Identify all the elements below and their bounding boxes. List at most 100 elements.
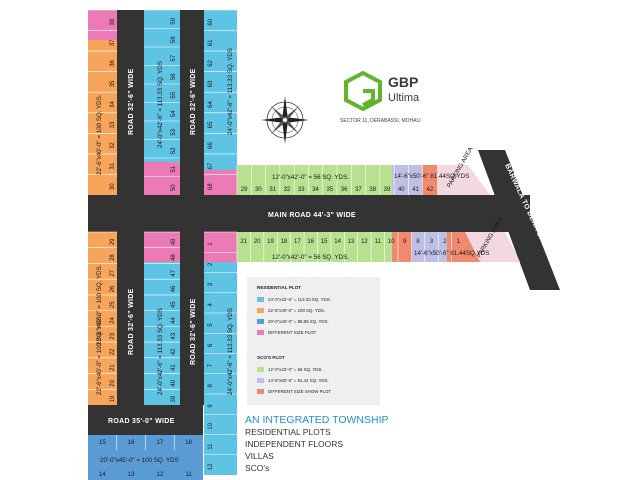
compass-icon [261, 96, 309, 144]
legend-label: 14'-6"x50'-6" = 81.44 SQ. YDS. [268, 378, 329, 383]
plot-number: 24 [110, 317, 116, 324]
plot-number: 67 [208, 162, 214, 169]
plot-number: 17 [294, 239, 301, 245]
plot-number: 12 [361, 239, 368, 245]
label-88-a: 20'-0"x45'-0" = 100 SQ. YDS [100, 457, 179, 464]
plot-number: 40 [171, 379, 177, 386]
label-100-low: 22'-6"x40'-0" = 100 SQ. YDS. [96, 314, 103, 395]
plot-number: 22 [110, 348, 116, 355]
plot-number: 41 [412, 187, 419, 193]
plot-number: 21 [110, 364, 116, 371]
plot-number: 16 [307, 239, 314, 245]
plot-number: 17 [157, 440, 164, 446]
plot-number: 65 [208, 121, 214, 128]
plot-number: 26 [110, 285, 116, 292]
legend-swatch [257, 367, 264, 372]
plot-number: 50 [171, 184, 177, 191]
plot-number: 30 [255, 187, 262, 193]
plot-number: 1 [208, 242, 214, 246]
plot-diff-right-bottom [204, 232, 237, 262]
label-56-bottom: 12'-0"x42'-0" = 56 SQ. YDS. [272, 254, 349, 261]
legend-item: 20'-0"x40'-0" = 88.89 SQ. YDS. [257, 319, 329, 324]
tagline-item: VILLAS [245, 451, 274, 461]
plot-number: 6 [208, 343, 214, 347]
plot-number: 46 [171, 285, 177, 292]
plot-number: 11 [208, 443, 214, 450]
plot-number: 45 [171, 301, 177, 308]
plot-number: 8 [416, 239, 420, 245]
plot-number: 31 [269, 187, 276, 193]
road-left-bottom-label: ROAD 32'-6" WIDE [128, 288, 135, 355]
label-113-right-bottom: 24'-0"x42'-6" = 113.33 SQ. YDS [227, 308, 234, 395]
plot-number: 13 [128, 472, 135, 478]
legend-item: 22'-6"x40'-0" = 100 SQ. YDS. [257, 308, 325, 313]
legend-item: DIFFERENT SIZE PLOT [257, 330, 316, 335]
brand-logo: GBP Ultima SECTOR 11, DERABASSI, MOHALI [338, 68, 448, 128]
plot-number: 58 [171, 36, 177, 43]
plot-number: 48 [171, 254, 177, 261]
plot-number: 32 [284, 187, 291, 193]
plot-number: 20 [254, 239, 261, 245]
plot-number: 40 [398, 187, 405, 193]
plot-number: 37 [110, 39, 116, 46]
plot-number: 57 [171, 54, 177, 61]
main-road [88, 195, 530, 232]
brand-location: SECTOR 11, DERABASSI, MOHALI [340, 118, 421, 124]
brand-name: GBP [388, 74, 419, 90]
tagline-heading: AN INTEGRATED TOWNSHIP [245, 414, 389, 426]
plot-number: 41 [171, 364, 177, 371]
plot-number: 2 [208, 262, 214, 266]
plot-diff-right-top [204, 170, 237, 195]
plot-number: 51 [171, 165, 177, 172]
plot-number: 19 [110, 395, 116, 402]
plot-number: 1 [457, 239, 461, 245]
plot-number: 35 [327, 187, 334, 193]
plot-number: 29 [110, 238, 116, 245]
plot-number: 43 [171, 332, 177, 339]
plot-number: 9 [403, 239, 407, 245]
legend-swatch [257, 330, 264, 335]
block-100-bottom [88, 232, 117, 405]
sco-diff-bottom [392, 232, 412, 262]
plot-number: 38 [369, 187, 376, 193]
block-113-bottom [144, 262, 180, 405]
plot-number: 16 [128, 440, 135, 446]
plot-number: 23 [110, 332, 116, 339]
legend-item: DIFFERENT SIZE SHOW PLOT [257, 389, 331, 394]
plot-number: 62 [208, 59, 214, 66]
plot-number: 42 [171, 348, 177, 355]
brand-sub: Ultima [388, 92, 420, 104]
plot-number: 33 [110, 121, 116, 128]
plot-number: 18 [185, 440, 192, 446]
block-100-top [88, 40, 117, 195]
gbp-logo-icon [344, 70, 382, 112]
plot-number: 11 [186, 472, 193, 478]
legend-swatch [257, 297, 264, 302]
legend-swatch [257, 319, 264, 324]
plot-number: 56 [171, 73, 177, 80]
plot-number: 55 [171, 91, 177, 98]
plot-number: 10 [388, 239, 395, 245]
plot-number: 9 [208, 404, 214, 408]
plot-number: 7 [208, 363, 214, 367]
legend-item: 14'-6"x50'-6" = 81.44 SQ. YDS. [257, 378, 329, 383]
sco-diff-top [422, 165, 437, 195]
plot-number: 12 [157, 472, 164, 478]
parking-bottom [465, 232, 520, 262]
roads [88, 10, 560, 435]
plot-number: 27 [110, 269, 116, 276]
plot-number: 44 [171, 317, 177, 324]
road-mid-top-label: ROAD 32'-6" WIDE [190, 68, 197, 135]
plot-number: 3 [430, 239, 434, 245]
parking-top [437, 165, 490, 195]
tagline-item: INDEPENDENT FLOORS [245, 439, 344, 449]
plot-number: 66 [208, 142, 214, 149]
plot-number: 35 [110, 80, 116, 87]
plot-number: 34 [312, 187, 319, 193]
plot-number: 61 [208, 39, 214, 46]
